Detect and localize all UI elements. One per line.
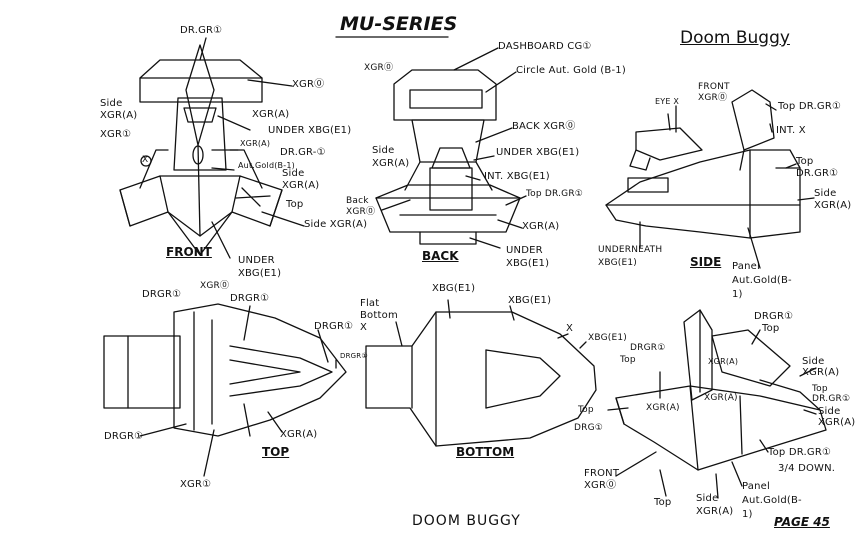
front-label: UNDER XBG(E1) [268,125,352,136]
back-view-caption: BACK [422,249,459,263]
back-label: BACK XGR⓪ [512,121,576,132]
three-quarter-label: Side XGR(A) [696,493,734,517]
leader-lines [139,37,817,499]
front-label: DR.GR-① [280,147,326,158]
back-label: UNDER XBG(E1) [496,147,580,158]
three-quarter-label: XGR(A) [704,393,738,403]
front-label: XGR① [100,129,132,140]
top-label: XGR① [180,479,212,490]
top-label: XGR⓪ [200,281,230,291]
back-label: Top DR.GR① [526,189,584,199]
front-label: XGR(A) [240,139,271,148]
bottom-label: XBG(E1) [432,283,476,294]
bottom-label: XBG(E1) [588,333,627,343]
three-quarter-label: Top [762,323,780,334]
side-label: FRONT XGR⓪ [698,82,730,103]
bottom-view-caption: BOTTOM [456,445,515,459]
front-view-drawing [119,44,283,256]
top-label: DRGR① [142,289,182,300]
bottom-view-drawing [365,311,597,447]
side-label: INT. X [776,125,806,136]
three-quarter-label: 3/4 DOWN. [778,463,836,474]
side-view-drawing [605,89,801,239]
top-label: DRGR① [314,321,354,332]
three-quarter-label: Side XGR(A) [802,356,840,378]
three-quarter-label: DRGR① [754,311,794,322]
three-quarter-label: Panel Aut.Gold(B-1) [742,481,802,520]
model-name-header: Doom Buggy [680,28,790,48]
back-label: UNDER XBG(E1) [506,245,550,269]
footer-model-name: DOOM BUGGY [412,513,521,529]
side-label: UNDERNEATH XBG(E1) [598,245,663,268]
bottom-label: Flat Bottom X [360,298,398,333]
three-quarter-label: Top [578,405,594,415]
page-label: PAGE 45 [774,515,830,529]
three-quarter-view-drawing [615,309,827,471]
front-label: Side XGR(A) [100,98,138,121]
three-quarter-label: Top [620,355,636,365]
three-quarter-label: Top [654,497,672,508]
back-label: INT. XBG(E1) [484,171,550,182]
front-label: XGR(A) [252,109,290,120]
front-label: XGR⓪ [292,79,325,90]
front-label: Aut.Gold(B-1) [238,161,295,170]
three-quarter-label: DRG① [574,423,604,433]
series-title: MU-SERIES [340,13,458,35]
front-label: Top [286,199,304,210]
side-view-caption: SIDE [690,255,722,269]
back-label: Circle Aut. Gold (B-1) [516,65,626,76]
back-label: DASHBOARD CG① [498,41,592,52]
three-quarter-label: XGR(A) [646,403,680,413]
bottom-label: X [566,323,574,334]
top-label: DRGR① [340,352,368,360]
front-label: Side XGR(A) [282,168,320,191]
front-label: UNDER XBG(E1) [238,255,282,279]
front-view-caption: FRONT [166,245,212,259]
back-label: XGR⓪ [364,63,394,73]
side-label: Top DR.GR① [778,101,842,112]
three-quarter-label: Top DR.GR① [812,384,851,404]
front-label: DR.GR① [180,25,223,36]
back-view-drawing [375,69,521,245]
side-label: Panel Aut.Gold(B-1) [732,261,792,300]
top-label: DRGR① [104,431,144,442]
back-label: Side XGR(A) [372,145,410,169]
back-label: XGR(A) [522,221,560,232]
top-view-drawing [103,303,347,437]
top-label: DRGR① [230,293,270,304]
side-label: Top DR.GR① [796,156,839,179]
three-quarter-label: DRGR① [630,343,666,353]
top-label: XGR(A) [280,429,318,440]
three-quarter-label: FRONT XGR⓪ [584,468,620,491]
back-label: Back XGR⓪ [346,196,376,217]
bottom-label: XBG(E1) [508,295,552,306]
three-quarter-label: Top DR.GR① [768,447,832,458]
top-view-caption: TOP [262,445,290,459]
front-label: Side XGR(A) [304,219,368,230]
side-label: EYE X [654,97,680,106]
three-quarter-label: Side XGR(A) [818,406,856,428]
side-label: Side XGR(A) [814,188,852,211]
front-label: X [142,155,149,165]
three-quarter-label: XGR(A) [708,357,739,366]
